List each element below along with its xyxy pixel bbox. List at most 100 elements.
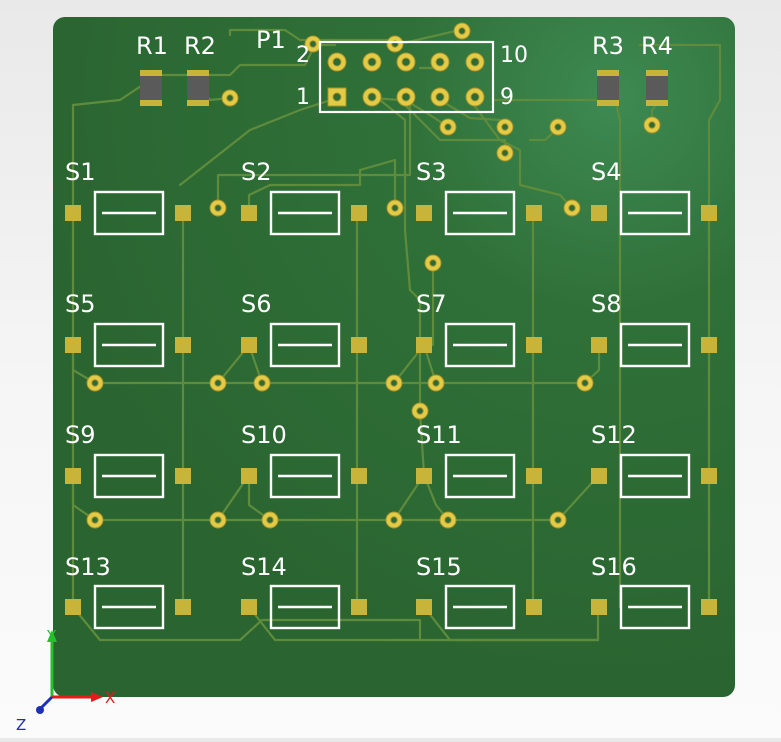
switch-outline xyxy=(444,190,516,236)
switch-outline xyxy=(619,190,691,236)
switch-s6[interactable] xyxy=(241,322,367,368)
switch-pad xyxy=(351,468,367,484)
label-s11: S11 xyxy=(416,421,462,449)
switch-pad xyxy=(241,205,257,221)
switch-outline xyxy=(269,584,341,630)
switch-s7[interactable] xyxy=(416,322,542,368)
switch-pad xyxy=(526,599,542,615)
label-pin1: 1 xyxy=(296,85,310,110)
via-layer xyxy=(86,22,661,529)
switch-pad xyxy=(591,205,607,221)
switch-pad xyxy=(65,599,81,615)
header-pins-top xyxy=(327,52,485,72)
switch-outline xyxy=(93,322,165,368)
switch-pad xyxy=(351,205,367,221)
switch-s15[interactable] xyxy=(416,584,542,630)
label-s8: S8 xyxy=(591,290,622,318)
label-s16: S16 xyxy=(591,553,637,581)
switch-s13[interactable] xyxy=(65,584,191,630)
label-pin9: 9 xyxy=(500,85,514,110)
label-s14: S14 xyxy=(241,553,287,581)
label-s15: S15 xyxy=(416,553,462,581)
switch-pad xyxy=(351,337,367,353)
axis-label-z: Z xyxy=(16,716,26,734)
label-r2: R2 xyxy=(184,32,216,60)
switch-pad xyxy=(241,468,257,484)
header-p1[interactable] xyxy=(318,40,495,114)
switch-pad xyxy=(241,337,257,353)
switch-s11[interactable] xyxy=(416,453,542,499)
label-s7: S7 xyxy=(416,290,447,318)
switch-outline xyxy=(619,453,691,499)
header-pins-bottom xyxy=(327,87,485,107)
switch-pad xyxy=(591,468,607,484)
switch-pad xyxy=(65,337,81,353)
resistor-r3[interactable] xyxy=(597,70,619,106)
label-s13: S13 xyxy=(65,553,111,581)
switch-pad xyxy=(175,599,191,615)
switch-pad xyxy=(65,468,81,484)
switch-pad xyxy=(591,599,607,615)
label-s1: S1 xyxy=(65,158,96,186)
switch-pad xyxy=(416,205,432,221)
label-s4: S4 xyxy=(591,158,622,186)
switch-s16[interactable] xyxy=(591,584,717,630)
switch-s5[interactable] xyxy=(65,322,191,368)
switch-pad xyxy=(241,599,257,615)
switch-pad xyxy=(351,599,367,615)
switch-s3[interactable] xyxy=(416,190,542,236)
switch-s14[interactable] xyxy=(241,584,367,630)
axis-label-y: Y xyxy=(46,627,57,645)
switch-pad xyxy=(701,468,717,484)
switch-s12[interactable] xyxy=(591,453,717,499)
switch-outline xyxy=(93,584,165,630)
switch-outline xyxy=(93,453,165,499)
switch-pad xyxy=(416,337,432,353)
resistor-r2[interactable] xyxy=(187,70,209,106)
resistor-r1[interactable] xyxy=(140,70,162,106)
label-pin2: 2 xyxy=(296,43,310,68)
switch-grid xyxy=(65,190,717,630)
switch-outline xyxy=(444,322,516,368)
label-s12: S12 xyxy=(591,421,637,449)
switch-pad xyxy=(175,468,191,484)
label-s2: S2 xyxy=(241,158,272,186)
switch-outline xyxy=(444,584,516,630)
switch-pad xyxy=(526,337,542,353)
label-s5: S5 xyxy=(65,290,96,318)
pcb-board xyxy=(53,17,735,697)
switch-outline xyxy=(619,584,691,630)
label-s10: S10 xyxy=(241,421,287,449)
axis-gizmo: Y X Z xyxy=(16,627,115,734)
switch-outline xyxy=(93,190,165,236)
label-r1: R1 xyxy=(136,32,168,60)
switch-s9[interactable] xyxy=(65,453,191,499)
switch-outline xyxy=(269,190,341,236)
label-s9: S9 xyxy=(65,421,96,449)
label-r3: R3 xyxy=(592,32,624,60)
switch-s1[interactable] xyxy=(65,190,191,236)
switch-outline xyxy=(619,322,691,368)
switch-pad xyxy=(591,337,607,353)
switch-pad xyxy=(65,205,81,221)
switch-pad xyxy=(416,468,432,484)
silkscreen-labels: R1 R2 R3 R4 P1 2 1 10 9 S1 S2 S3 S4 S5 S… xyxy=(65,26,673,581)
switch-pad xyxy=(416,599,432,615)
resistor-r4[interactable] xyxy=(646,70,668,106)
switch-pad xyxy=(175,337,191,353)
switch-s2[interactable] xyxy=(241,190,367,236)
label-s3: S3 xyxy=(416,158,447,186)
switch-s4[interactable] xyxy=(591,190,717,236)
trace-layer xyxy=(71,28,722,642)
switch-outline xyxy=(269,453,341,499)
switch-outline xyxy=(444,453,516,499)
label-p1: P1 xyxy=(256,26,286,54)
switch-pad xyxy=(175,205,191,221)
axis-label-x: X xyxy=(105,689,115,707)
switch-s10[interactable] xyxy=(241,453,367,499)
switch-pad xyxy=(701,337,717,353)
switch-s8[interactable] xyxy=(591,322,717,368)
switch-outline xyxy=(269,322,341,368)
